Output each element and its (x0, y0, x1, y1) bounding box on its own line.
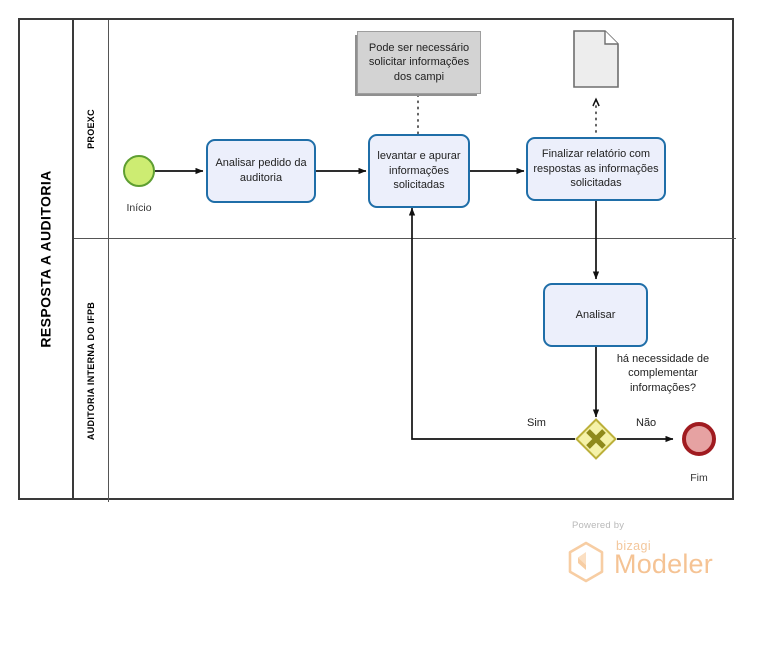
end-event[interactable] (682, 422, 716, 456)
start-event-label: Início (126, 202, 152, 214)
bizagi-watermark: Powered by bizagi Modeler (562, 520, 732, 590)
task-analisar-pedido-label: Analisar pedido da auditoria (215, 157, 307, 184)
start-event[interactable] (123, 155, 155, 187)
task-finalizar-relatorio-label: Finalizar relatório com respostas as inf… (533, 148, 659, 190)
flow-label-nao: Não (636, 417, 657, 429)
flow-label-sim: Sim (527, 417, 546, 429)
bizagi-hexagon-logo-icon (564, 540, 608, 589)
task-levantar-apurar[interactable]: levantar e apurar informações solicitada… (368, 134, 470, 208)
watermark-brand: bizagi (616, 539, 652, 553)
lane-auditoria-interna: AUDITORIA INTERNA DO IFPB (74, 239, 736, 502)
pool-title: RESPOSTA A AUDITORIA (38, 170, 54, 348)
text-annotation-campi-label: Pode ser necessário solicitar informaçõe… (368, 42, 470, 83)
task-finalizar-relatorio[interactable]: Finalizar relatório com respostas as inf… (526, 137, 666, 201)
lane-proexc-label: PROEXC (86, 109, 96, 149)
watermark-product: Modeler (614, 549, 713, 579)
document-icon (573, 30, 619, 88)
lane-proexc: PROEXC (74, 20, 736, 239)
end-event-label: Fim (690, 472, 708, 484)
text-annotation-campi[interactable]: Pode ser necessário solicitar informaçõe… (357, 31, 481, 94)
lane-auditoria-interna-label: AUDITORIA INTERNA DO IFPB (86, 301, 97, 440)
task-analisar-label: Analisar (575, 308, 616, 321)
gateway-exclusive[interactable] (575, 418, 617, 460)
lane-auditoria-interna-header: AUDITORIA INTERNA DO IFPB (74, 239, 109, 502)
pool-resposta-a-auditoria: RESPOSTA A AUDITORIA PROEXC AUDITORIA IN… (18, 18, 736, 502)
task-levantar-apurar-label: levantar e apurar informações solicitada… (377, 150, 461, 192)
task-analisar-pedido[interactable]: Analisar pedido da auditoria (206, 139, 316, 203)
pool-header: RESPOSTA A AUDITORIA (20, 20, 74, 498)
task-analisar[interactable]: Analisar (543, 283, 648, 347)
data-object-relatorio[interactable] (573, 30, 619, 88)
gateway-condition-question: há necessidade de complementar informaçõ… (616, 353, 710, 394)
lane-proexc-header: PROEXC (74, 20, 109, 238)
watermark-powered-by: Powered by (572, 520, 625, 531)
gateway-exclusive-icon (575, 418, 617, 460)
